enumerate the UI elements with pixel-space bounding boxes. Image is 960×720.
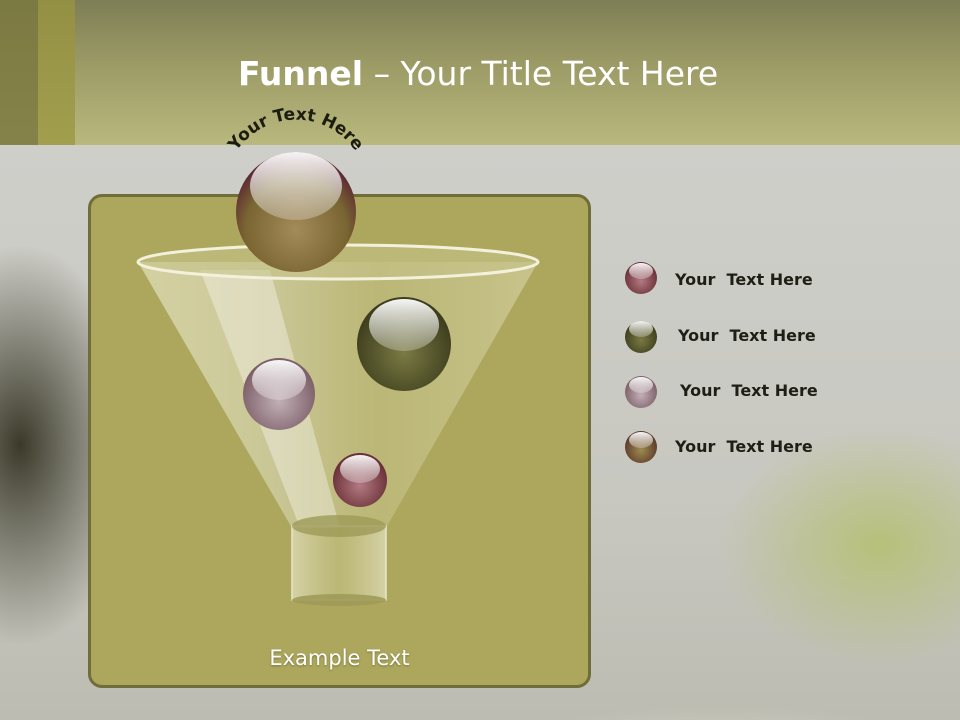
- legend-label-2: Your Text Here: [678, 326, 816, 345]
- legend-bullet-1: [625, 262, 657, 294]
- ball-olive: [357, 297, 451, 391]
- title-rest: – Your Title Text Here: [363, 54, 719, 93]
- decorative-strip: [0, 0, 38, 145]
- slide-title: Funnel – Your Title Text Here: [238, 54, 718, 98]
- ball-red: [333, 453, 387, 507]
- example-text: Example Text: [269, 646, 410, 670]
- legend-label-3: Your Text Here: [680, 381, 818, 400]
- legend-bullet-3: [625, 376, 657, 408]
- title-bold: Funnel: [238, 54, 364, 93]
- legend-bullet-2: [625, 321, 657, 353]
- funnel-spout: [291, 525, 387, 601]
- arc-label: Your Text Here: [224, 104, 368, 155]
- legend-label-1: Your Text Here: [675, 270, 813, 289]
- legend-label-4: Your Text Here: [675, 437, 813, 456]
- ball-top: [236, 152, 356, 272]
- spout-top: [292, 515, 386, 537]
- legend-bullet-4: [625, 431, 657, 463]
- spout-bottom: [292, 594, 386, 606]
- title-bar: [0, 0, 960, 145]
- decorative-strip: [38, 0, 75, 145]
- ball-mauve: [243, 358, 315, 430]
